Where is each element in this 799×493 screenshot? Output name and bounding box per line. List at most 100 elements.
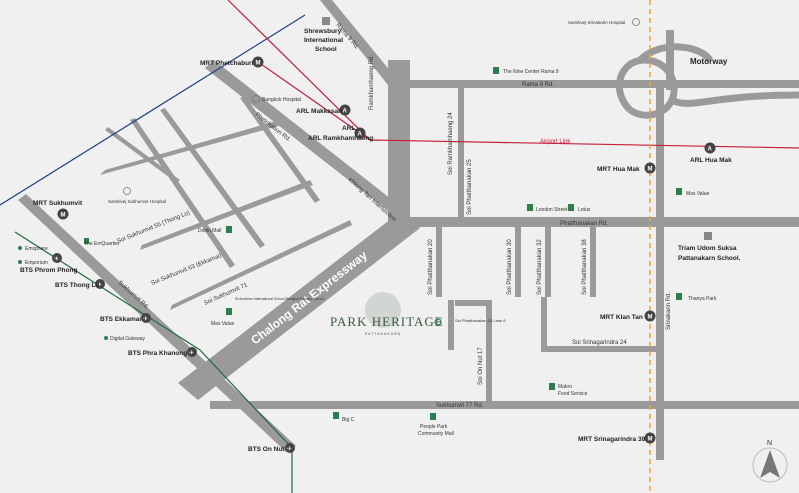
- phatthanakan-label: Phatthanakan Rd.: [560, 221, 608, 227]
- shrewsbury-label-2: International: [304, 37, 343, 44]
- place-dot-icon: [18, 246, 22, 250]
- soi-p30-label: Soi Phatthanakan 30: [507, 239, 513, 295]
- soi-p20-label: Soi Phatthanakan 20: [428, 239, 434, 295]
- sukhumvit55-label: Soi Sukhumvit 55 (Thong Lo): [117, 210, 191, 245]
- road-soi-srinagarindra24: [541, 297, 660, 352]
- donki-mall-label: Donki Mall: [198, 228, 221, 234]
- svg-text:M: M: [648, 437, 653, 443]
- road-sukhumvit63: [140, 180, 313, 250]
- road-soi-c: [240, 96, 320, 203]
- emquartier-label: The EmQuartier: [84, 241, 120, 247]
- road-soi-d: [105, 127, 180, 183]
- shopping-bag-icon: [527, 204, 533, 211]
- bangkok-hospital-label: Bangkok Hospital: [262, 97, 301, 103]
- compass-icon: [752, 447, 788, 483]
- project-logo: PARK HERITAGE PATTANAKARN: [330, 292, 444, 336]
- svg-text:✈: ✈: [97, 282, 102, 289]
- shrewsbury-label-1: Shrewsbury: [304, 28, 342, 35]
- bts-phra-khanong-label: BTS Phra Khanong: [128, 350, 187, 357]
- mrt-hua-mak-marker[interactable]: M: [644, 162, 656, 174]
- triam-udom-label-1: Triam Udom Suksa: [678, 245, 737, 252]
- soi-on-nut17-label: Soi On Nut 17: [478, 347, 484, 385]
- arl-hua-mak-marker[interactable]: A: [704, 142, 716, 154]
- road-soi-p30: [515, 227, 521, 297]
- road-phatthanakan: [400, 217, 799, 227]
- road-motorway-vert: [666, 30, 674, 90]
- srinakarin-label: Srinakarin Rd.: [666, 292, 672, 330]
- road-soi-a: [130, 118, 235, 268]
- road-rama9: [405, 80, 660, 88]
- bts-ekkamai-label: BTS Ekkamai: [100, 316, 141, 323]
- project-location-marker[interactable]: [434, 318, 442, 326]
- svg-text:✈: ✈: [143, 316, 148, 323]
- soi-p25-label: Soi Phatthanakan 25: [467, 159, 473, 215]
- bts-phrom-phong-marker[interactable]: ✈: [52, 253, 62, 263]
- people-park-label-2: Community Mall: [418, 431, 454, 437]
- bts-thong-lo-marker[interactable]: ✈: [95, 279, 105, 289]
- road-soi-p20-lane: [455, 300, 492, 401]
- soi-ram24-label: Soi Ramkhamhaeng 24: [448, 112, 454, 175]
- road-phetchaburi: [205, 60, 400, 214]
- mrt-klan-tan-label: MRT Klan Tan: [600, 314, 643, 321]
- mrt-srinagarindra38-marker[interactable]: M: [644, 432, 656, 444]
- project-name: PARK HERITAGE: [330, 314, 444, 329]
- shopping-bag-icon: [549, 383, 555, 390]
- shopping-bag-icon: [333, 412, 339, 419]
- samitivej-sukhumvit-label: Samitivej Sukhumvit Hospital: [108, 199, 166, 204]
- big-c-label: Big C: [342, 417, 355, 423]
- airport-link-label: Airport Link: [540, 139, 571, 145]
- shopping-bag-icon: [84, 238, 89, 244]
- shopping-bag-icon: [676, 188, 682, 195]
- place-dot-icon: [18, 260, 22, 264]
- soi-p38-label: Soi Phatthanakan 38: [582, 239, 588, 295]
- shopping-bag-icon: [493, 67, 499, 74]
- people-park-label-1: People Park: [420, 424, 448, 430]
- road-vertical-expressway: [388, 60, 410, 228]
- shopping-bag-icon: [568, 204, 574, 211]
- airport-link-line: [369, 139, 799, 149]
- sukhumvit63-label: Soi Sukhumvit 63 (Ekkamai): [151, 253, 223, 287]
- arl-makkasan-marker[interactable]: A: [339, 104, 351, 116]
- svg-text:A: A: [708, 147, 713, 153]
- bts-ekkamai-marker[interactable]: ✈: [141, 313, 151, 323]
- nine-center-label: The Nine Center Rama 9: [503, 69, 559, 75]
- mrt-blue-line-b: [257, 61, 371, 141]
- svg-text:✈: ✈: [287, 446, 292, 453]
- bts-phra-khanong-marker[interactable]: ✈: [187, 347, 197, 357]
- rama9-label: Rama 9 Rd.: [522, 82, 554, 88]
- bts-on-nut-label: BTS On Nut: [248, 446, 285, 453]
- airport-link-west: [227, 0, 371, 141]
- digital-gateway-label: Digital Gateway: [110, 336, 146, 342]
- hospital-icon: [252, 95, 260, 103]
- arl-ramkhamhaeng-marker[interactable]: A: [354, 127, 366, 139]
- max-value-1-label: Max Value: [211, 321, 234, 327]
- shopping-bag-icon: [676, 293, 682, 300]
- motorway-label: Motorway: [690, 57, 728, 66]
- shopping-bag-icon: [226, 226, 232, 233]
- st-andrews-label: St Andrews International School Bangkok …: [235, 297, 324, 301]
- makro-label-1: Makro: [558, 384, 572, 390]
- road-sukhumvit77: [210, 401, 799, 409]
- emsphere-label: Emsphere: [25, 246, 48, 252]
- mrt-phetchaburi-marker[interactable]: M: [252, 56, 264, 68]
- mrt-sukhumvit-marker[interactable]: M: [57, 208, 69, 220]
- mrt-hua-mak-label: MRT Hua Mak: [597, 166, 640, 173]
- london-street-label: London Street: [536, 207, 568, 213]
- bts-on-nut-marker[interactable]: ✈: [285, 443, 295, 453]
- soi-p32-label: Soi Phatthanakan 32: [537, 239, 543, 295]
- svg-text:A: A: [358, 132, 363, 138]
- bts-phrom-phong-label: BTS Phrom Phong: [20, 267, 77, 274]
- mrt-klan-tan-marker[interactable]: M: [644, 310, 656, 322]
- svg-text:M: M: [61, 213, 66, 219]
- shrewsbury-label-3: School: [315, 46, 337, 53]
- road-soi-ramkhamhaeng-24: [458, 88, 464, 217]
- svg-text:✈: ✈: [54, 256, 59, 263]
- road-srinakarin: [656, 80, 664, 460]
- makro-label-2: Food Service: [558, 391, 588, 397]
- compass-needle: [760, 450, 780, 478]
- arl-ramkhamhaeng-label: ARL Ramkhamhaeng: [308, 135, 373, 142]
- road-ramkhamhaeng-top: [320, 0, 410, 100]
- poi-icons: [18, 67, 682, 420]
